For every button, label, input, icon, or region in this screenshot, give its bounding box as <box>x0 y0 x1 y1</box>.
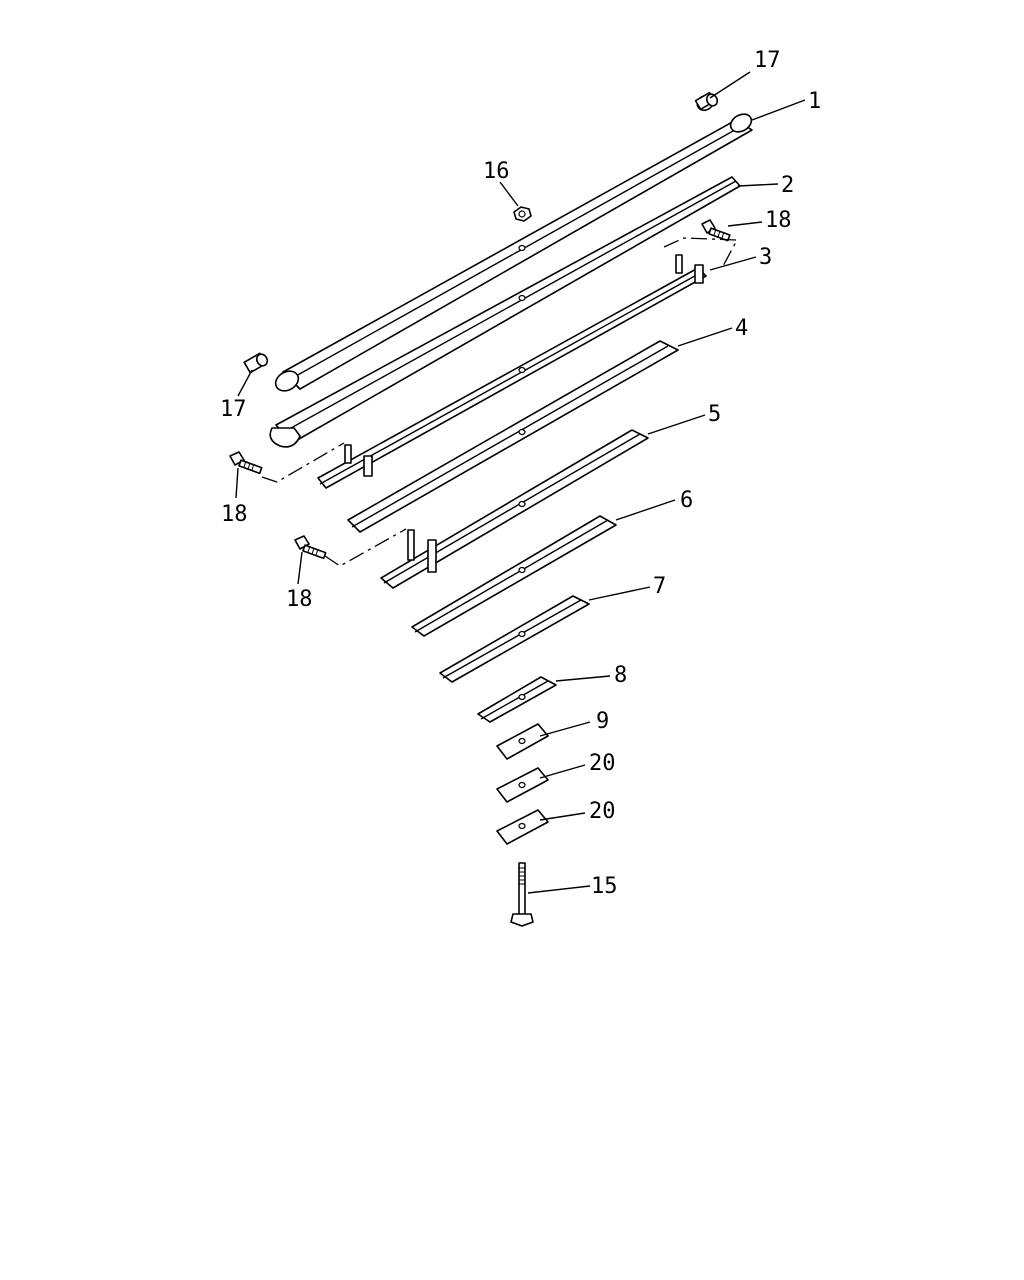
leaf-6 <box>411 515 617 637</box>
callout-labels: 1 2 3 4 5 6 7 8 9 15 16 17 17 18 18 18 2… <box>220 48 821 899</box>
callout-16: 16 <box>483 159 510 184</box>
nut-16 <box>513 206 532 222</box>
callout-17-top: 17 <box>754 48 781 73</box>
leaf-8 <box>477 676 557 723</box>
callout-15: 15 <box>591 874 618 899</box>
bolt-18-top <box>701 219 731 242</box>
leaf-3 <box>317 254 707 489</box>
leader-lines <box>235 71 806 894</box>
bushing-17-top <box>694 91 719 112</box>
callout-3: 3 <box>759 245 772 270</box>
callout-9: 9 <box>596 709 609 734</box>
callout-8: 8 <box>614 663 627 688</box>
bushing-17-left <box>243 352 269 374</box>
spacer-9 <box>496 723 549 760</box>
bolt-18-lower <box>294 535 327 560</box>
callout-4: 4 <box>735 316 748 341</box>
callout-18-lower: 18 <box>286 587 313 612</box>
leaf-4 <box>347 340 679 533</box>
callout-5: 5 <box>708 402 721 427</box>
dash-center-lines <box>261 237 739 567</box>
bolt-18-left <box>229 451 263 475</box>
leaf-2 <box>269 176 741 448</box>
callout-18-left: 18 <box>221 502 248 527</box>
callout-1: 1 <box>808 89 821 114</box>
spacer-20-upper <box>496 767 549 803</box>
callout-2: 2 <box>781 173 794 198</box>
callout-6: 6 <box>680 488 693 513</box>
callout-17-left: 17 <box>220 397 247 422</box>
callout-7: 7 <box>653 574 666 599</box>
callout-18-top: 18 <box>765 208 792 233</box>
spacer-20-lower <box>496 809 549 845</box>
leaf-5 <box>380 429 649 589</box>
center-bolt-15 <box>510 862 534 927</box>
callout-20-upper: 20 <box>589 751 616 776</box>
leaf-1 <box>274 113 753 392</box>
leaf-7 <box>439 595 590 683</box>
callout-20-lower: 20 <box>589 799 616 824</box>
